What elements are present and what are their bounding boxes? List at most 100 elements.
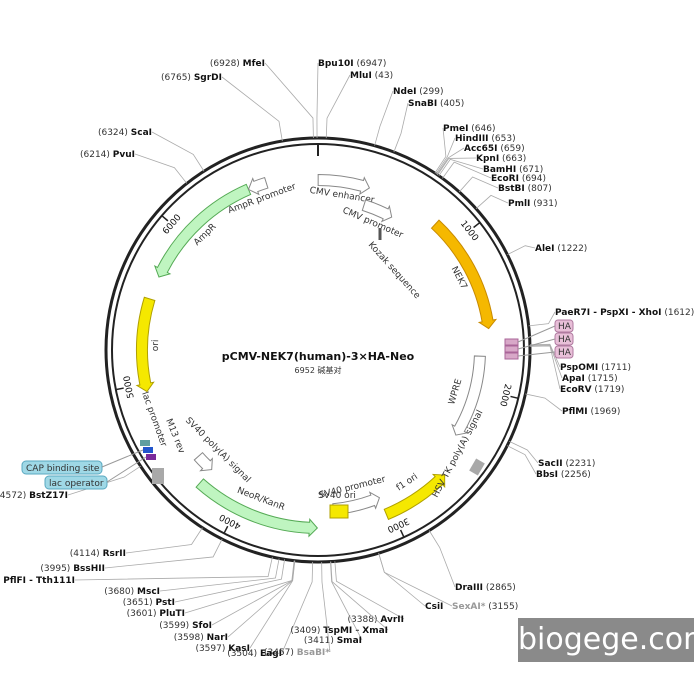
restriction-site[interactable]: (3457) BsaBI* [264,648,330,658]
restriction-site[interactable]: Bpu10I (6947) [318,59,386,69]
site-leader [529,345,561,390]
restriction-site[interactable]: SnaBI (405) [408,99,464,109]
site-position: (653) [489,134,516,144]
site-position: (1715) [585,374,618,384]
site-name: SmaI [337,636,362,646]
restriction-site[interactable]: HindIII (653) [455,134,516,144]
site-position: (3504) [227,649,260,659]
restriction-site[interactable]: AleI (1222) [535,244,587,254]
site-name: HindIII [455,134,489,144]
restriction-site[interactable]: BstBI (807) [498,184,552,194]
tick-label: 5000 [122,374,136,399]
feature-label: ori [151,339,161,351]
feature-arrow [361,199,393,223]
site-name: AvrII [380,615,404,625]
restriction-site[interactable]: (4572) BstZ17I [0,491,68,501]
site-leader [134,153,188,184]
feature-arrow [153,183,252,278]
restriction-site[interactable]: ApaI (1715) [562,374,618,384]
restriction-site[interactable]: SacII (2231) [538,459,595,469]
site-leader [104,538,223,569]
site-leader [528,311,556,327]
site-name: RsrII [103,549,126,559]
site-name: Bpu10I [318,59,354,69]
plasmid-size: 6952 碱基对 [295,365,342,375]
site-position: (1711) [598,363,631,373]
restriction-site[interactable]: PmeI (646) [443,124,496,134]
restriction-site[interactable]: DraIII (2865) [455,583,516,593]
restriction-site[interactable]: EcoRV (1719) [560,385,624,395]
restriction-site[interactable]: KpnI (663) [476,154,526,164]
restriction-site[interactable]: MluI (43) [350,71,393,81]
restriction-site[interactable]: (3995) BssHII [40,564,105,574]
site-name: BsaBI* [297,648,330,658]
restriction-site[interactable]: (6928) MfeI [210,59,265,69]
site-name: PmeI [443,124,468,134]
restriction-site[interactable]: PflMI (1969) [562,407,620,417]
restriction-site[interactable]: (3599) SfoI [159,621,212,631]
site-leader [438,158,484,177]
watermark: biogege.com [518,618,700,662]
site-position: (4114) [70,549,103,559]
site-name: PluTI [159,609,185,619]
sv40-ori-box [329,504,349,519]
site-position: (3409) [290,626,323,636]
restriction-site[interactable]: (3411) SmaI [304,636,362,646]
site-name: SnaBI [408,99,437,109]
feature-arrow [135,296,156,393]
site-name: EagI [260,649,282,659]
restriction-site[interactable]: PmlI (931) [508,199,557,209]
restriction-site[interactable]: (3597) KasI [195,644,250,654]
site-leader [174,559,286,603]
restriction-site[interactable]: PaeR7I - PspXI - XhoI (1612) [555,308,694,318]
site-leader [436,147,465,175]
restriction-site[interactable]: PspOMI (1711) [560,363,631,373]
restriction-site[interactable]: NdeI (299) [393,87,444,97]
site-leader [507,445,537,475]
restriction-site[interactable]: (3716) PflFI - Tth111I [0,576,75,586]
site-position: (3388) [348,615,381,625]
site-leader [442,161,492,179]
restriction-site[interactable]: (6765) SgrDI [161,73,222,83]
site-position: (3716) [0,576,3,586]
restriction-site[interactable]: CsiI [425,602,443,612]
restriction-site[interactable]: BamHI (671) [483,165,543,175]
restriction-site[interactable]: (3651) PstI [123,598,175,608]
feature-label: WPRE [447,378,464,406]
site-position: (3597) [195,644,228,654]
restriction-site[interactable]: EcoRI (694) [491,174,546,184]
site-name: SgrDI [194,73,222,83]
tick-mark [473,221,481,229]
ha-box-1 [504,338,519,346]
ha-box-2 [504,345,519,353]
site-position: (6214) [80,150,113,160]
site-position: (3680) [104,587,137,597]
site-leader [151,131,205,172]
restriction-site[interactable]: (3388) AvrII [348,615,404,625]
restriction-site[interactable]: (6324) ScaI [98,128,152,138]
restriction-site[interactable]: (3598) NarI [174,633,228,643]
restriction-site[interactable]: (3409) TspMI - XmaI [290,626,388,636]
site-position: (1222) [555,244,588,254]
site-name: PstI [156,598,175,608]
site-position: (6928) [210,59,243,69]
restriction-site[interactable]: (3601) PluTI [127,609,185,619]
site-leader [125,527,203,554]
restriction-site[interactable]: BbsI (2256) [536,470,591,480]
restriction-site[interactable]: (3680) MscI [104,587,160,597]
restriction-site[interactable]: (4114) RsrII [70,549,126,559]
lac-operator-leader [106,456,147,483]
restriction-site[interactable]: (3504) EagI [227,649,282,659]
site-leader [529,344,563,379]
restriction-site[interactable]: SexAI* (3155) [452,602,518,612]
site-position: (3599) [159,621,192,631]
feature-arrow [195,478,319,538]
plasmid-title: pCMV-NEK7(human)-3×HA-Neo [222,350,415,363]
feature-arrow [247,176,269,196]
tick-label: 2000 [497,383,512,408]
restriction-site[interactable]: (6214) PvuI [80,150,135,160]
m13-box [140,440,150,446]
site-position: (3651) [123,598,156,608]
restriction-site[interactable]: Acc65I (659) [464,144,525,154]
